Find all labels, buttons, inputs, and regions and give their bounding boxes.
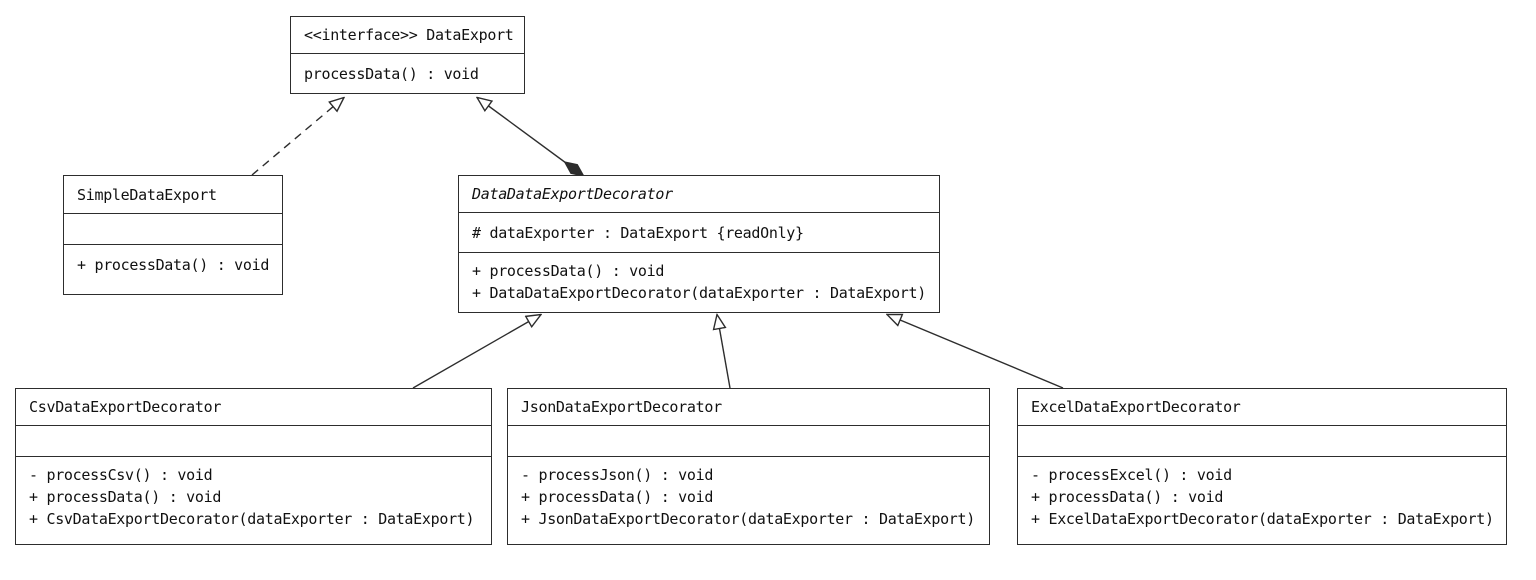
method-label: + ExcelDataExportDecorator(dataExporter …: [1031, 510, 1494, 528]
method-label: - processJson() : void: [521, 466, 714, 484]
class-title: DataDataExportDecorator: [459, 176, 939, 212]
attributes-compartment-empty: [1018, 425, 1506, 456]
class-name-label: SimpleDataExport: [77, 185, 217, 204]
method-label: + processData() : void: [472, 262, 665, 280]
class-name-label: JsonDataExportDecorator: [521, 398, 722, 416]
method-label: + processData() : void: [77, 256, 270, 274]
class-title: CsvDataExportDecorator: [16, 389, 491, 425]
generalization-edge-json-to-decorator: [717, 315, 731, 389]
class-name-label: ExcelDataExportDecorator: [1031, 398, 1241, 416]
methods-compartment: - processExcel() : void + processData() …: [1018, 456, 1506, 544]
methods-compartment: + processData() : void: [64, 244, 282, 294]
class-box-simpledataexport: SimpleDataExport + processData() : void: [63, 175, 283, 295]
class-title: JsonDataExportDecorator: [508, 389, 989, 425]
attributes-compartment-empty: [508, 425, 989, 456]
methods-compartment: processData() : void: [291, 53, 524, 93]
methods-compartment: + processData() : void + DataDataExportD…: [459, 252, 939, 312]
class-title: <<interface>> DataExport: [291, 17, 524, 53]
class-title: SimpleDataExport: [64, 176, 282, 213]
method-label: + JsonDataExportDecorator(dataExporter :…: [521, 510, 976, 528]
attributes-compartment: # dataExporter : DataExport {readOnly}: [459, 212, 939, 252]
attributes-compartment-empty: [64, 213, 282, 244]
class-box-jsondataexportdecorator: JsonDataExportDecorator - processJson() …: [507, 388, 990, 545]
method-label: + processData() : void: [29, 488, 222, 506]
composition-generalization-edge-decorator-to-interface: [477, 98, 583, 176]
class-box-dataexport-interface: <<interface>> DataExport processData() :…: [290, 16, 525, 94]
class-name-label: <<interface>> DataExport: [304, 26, 514, 44]
method-label: processData() : void: [304, 64, 479, 83]
method-label: - processExcel() : void: [1031, 466, 1232, 484]
methods-compartment: - processJson() : void + processData() :…: [508, 456, 989, 544]
method-label: - processCsv() : void: [29, 466, 213, 484]
generalization-edge-excel-to-decorator: [887, 315, 1064, 389]
class-name-label: DataDataExportDecorator: [472, 185, 673, 203]
class-box-exceldataexportdecorator: ExcelDataExportDecorator - processExcel(…: [1017, 388, 1507, 545]
method-label: + DataDataExportDecorator(dataExporter :…: [472, 284, 927, 302]
class-title: ExcelDataExportDecorator: [1018, 389, 1506, 425]
class-name-label: CsvDataExportDecorator: [29, 398, 222, 416]
method-label: + CsvDataExportDecorator(dataExporter : …: [29, 510, 475, 528]
class-box-csvdataexportdecorator: CsvDataExportDecorator - processCsv() : …: [15, 388, 492, 545]
generalization-edge-csv-to-decorator: [412, 315, 541, 389]
methods-compartment: - processCsv() : void + processData() : …: [16, 456, 491, 544]
realization-edge-simple-to-interface: [251, 98, 344, 176]
attributes-compartment-empty: [16, 425, 491, 456]
method-label: + processData() : void: [521, 488, 714, 506]
attribute-label: # dataExporter : DataExport {readOnly}: [472, 223, 804, 242]
class-box-datadataexportdecorator: DataDataExportDecorator # dataExporter :…: [458, 175, 940, 313]
method-label: + processData() : void: [1031, 488, 1224, 506]
